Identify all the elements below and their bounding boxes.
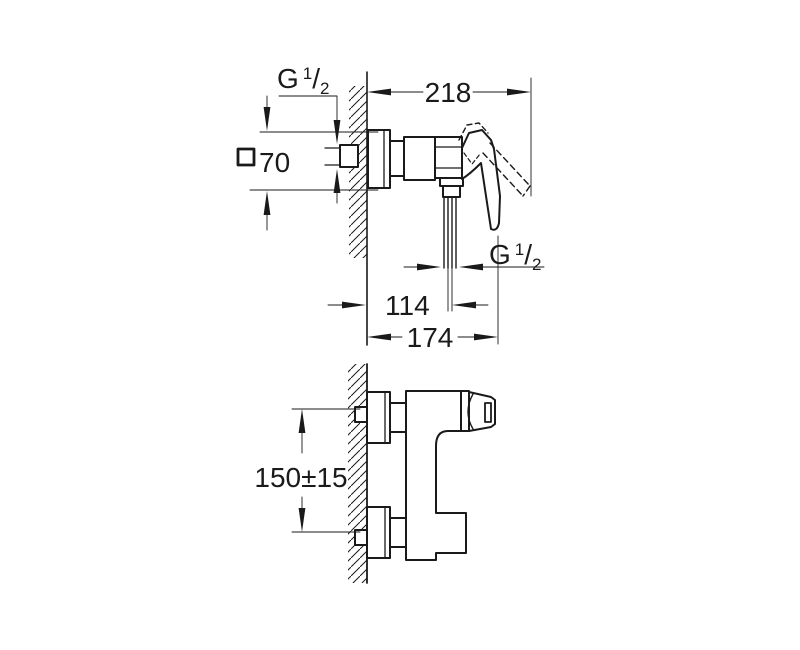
dimension-150-label: 150±15 xyxy=(254,462,347,493)
cartridge-housing-lines xyxy=(434,146,463,169)
cartridge-housing xyxy=(434,136,463,179)
supply-stub-side-view xyxy=(339,144,359,168)
top-escutcheon-front-view xyxy=(366,391,391,444)
wall-hatch-side-view xyxy=(349,86,367,258)
top-connection-nut xyxy=(389,402,407,433)
dimension-70: 70 xyxy=(236,95,379,231)
arrowhead-right-icon xyxy=(474,333,498,341)
lever-end-slot xyxy=(484,402,492,423)
outlet-flange xyxy=(439,177,464,187)
wall-hatch-front-view xyxy=(348,364,367,583)
arrowhead-left-icon xyxy=(367,88,391,96)
arrowhead-up-icon xyxy=(298,409,306,433)
outlet-nut xyxy=(442,185,461,198)
mixer-body-front-view xyxy=(405,390,467,561)
dashed-lever-arm xyxy=(482,142,531,197)
arrowhead-right-icon xyxy=(417,263,441,271)
arrowhead-left-icon xyxy=(367,333,391,341)
dimension-218: 218 xyxy=(367,77,532,197)
dimension-174-label: 174 xyxy=(407,322,454,353)
extension-lines-150 xyxy=(291,408,361,533)
arrowhead-up-icon xyxy=(263,191,271,215)
arrowhead-up-icon xyxy=(333,169,341,193)
lever-dome-curve xyxy=(467,393,474,430)
dimension-174: 174 xyxy=(367,235,499,353)
supply-lines xyxy=(324,147,341,166)
escutcheon-side-view xyxy=(367,129,391,189)
outlet-extension-lines xyxy=(447,267,453,312)
arrowhead-left-icon xyxy=(459,263,483,271)
connection-neck xyxy=(389,140,405,177)
dimension-218-label: 218 xyxy=(425,77,472,108)
leader-line-inlet xyxy=(278,95,338,122)
bottom-connection-nut xyxy=(389,517,407,548)
dashed-lever-head xyxy=(458,122,489,141)
arrowhead-left-icon xyxy=(452,301,476,309)
extension-lines-70 xyxy=(249,131,379,191)
arrowhead-right-icon xyxy=(342,301,366,309)
dimension-150: 150±15 xyxy=(254,408,361,533)
arrowhead-down-icon xyxy=(263,107,271,131)
outlet-pipe xyxy=(443,196,457,269)
arrowhead-right-icon xyxy=(507,88,531,96)
front-view: 150±15 xyxy=(254,363,496,584)
square-symbol xyxy=(236,147,256,167)
bottom-escutcheon-front-view xyxy=(366,506,391,559)
arrowhead-down-icon xyxy=(298,508,306,532)
dimension-114-label: 114 xyxy=(385,290,430,321)
dashed-lever-notch xyxy=(463,152,481,165)
dimension-114: 114 xyxy=(327,290,489,321)
dimension-70-label: 70 xyxy=(259,147,290,178)
lever-handle-side-view xyxy=(461,129,501,231)
mixer-body-side-view xyxy=(403,136,436,181)
